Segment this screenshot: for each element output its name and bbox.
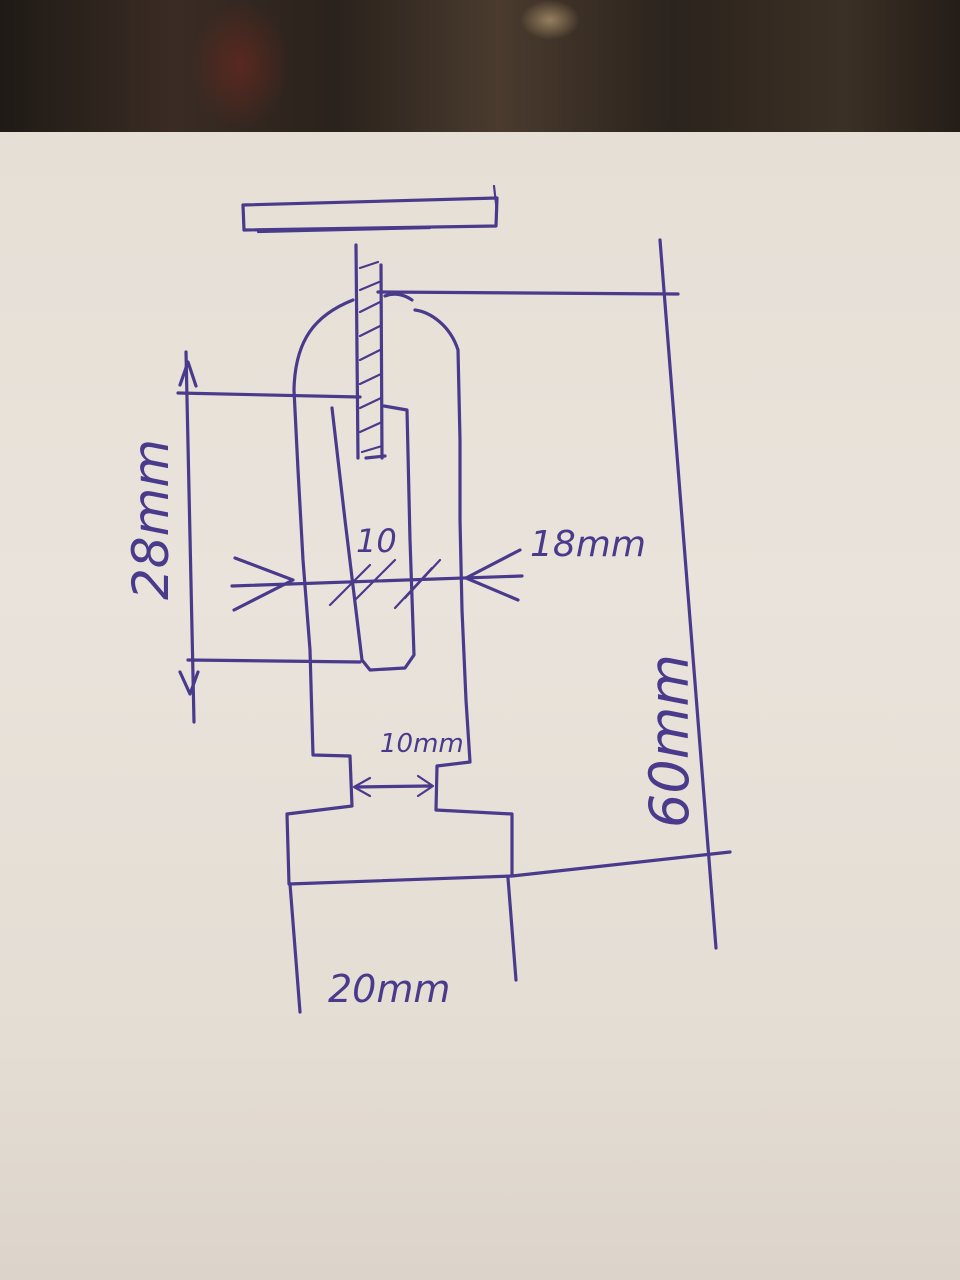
dim-60-line	[658, 238, 718, 950]
label-neck-10mm: 10mm	[380, 729, 464, 759]
dim-28-arrow-bottom	[178, 670, 200, 696]
dim-10-arrows	[328, 558, 442, 610]
background-room	[0, 0, 960, 140]
label-60mm: 60mm	[638, 654, 701, 828]
dim-neck-arrow-left	[352, 776, 372, 798]
part-outline	[176, 184, 732, 1014]
label-28mm: 28mm	[122, 439, 180, 600]
dim-60-bottom-extension	[510, 850, 732, 878]
label-slot-10: 10	[356, 522, 397, 560]
dim-neck-line	[354, 784, 432, 789]
label-18mm: 18mm	[530, 524, 646, 565]
body-outline	[285, 298, 514, 886]
top-plate	[241, 196, 499, 232]
top-plate-inner-line	[256, 226, 432, 234]
screw-thread	[358, 260, 384, 454]
body-top-cap	[383, 292, 414, 302]
paper-sheet	[0, 132, 960, 1280]
screw-bottom	[364, 454, 387, 460]
slot-outline	[330, 404, 416, 672]
dim-28-line	[184, 350, 196, 724]
background-light	[520, 0, 580, 40]
dim-18-arrow-right	[464, 548, 522, 602]
label-20mm: 20mm	[328, 967, 450, 1011]
dim-18-arrow-left	[232, 556, 295, 612]
top-plate-tick	[492, 184, 499, 214]
dim-18-line	[230, 574, 524, 588]
dim-28-top-extension	[176, 391, 362, 399]
screw-left-edge	[354, 243, 360, 460]
screw-right-edge	[379, 263, 384, 460]
dim-28-arrow-top	[178, 360, 198, 388]
background-red-glow	[190, 0, 290, 130]
dim-neck-arrow-right	[416, 774, 435, 798]
dim-60-top-extension	[376, 290, 680, 296]
dim-28-bottom-extension	[186, 658, 362, 664]
dim-20-left-extension	[288, 882, 302, 1014]
dim-20-right-extension	[506, 876, 518, 982]
